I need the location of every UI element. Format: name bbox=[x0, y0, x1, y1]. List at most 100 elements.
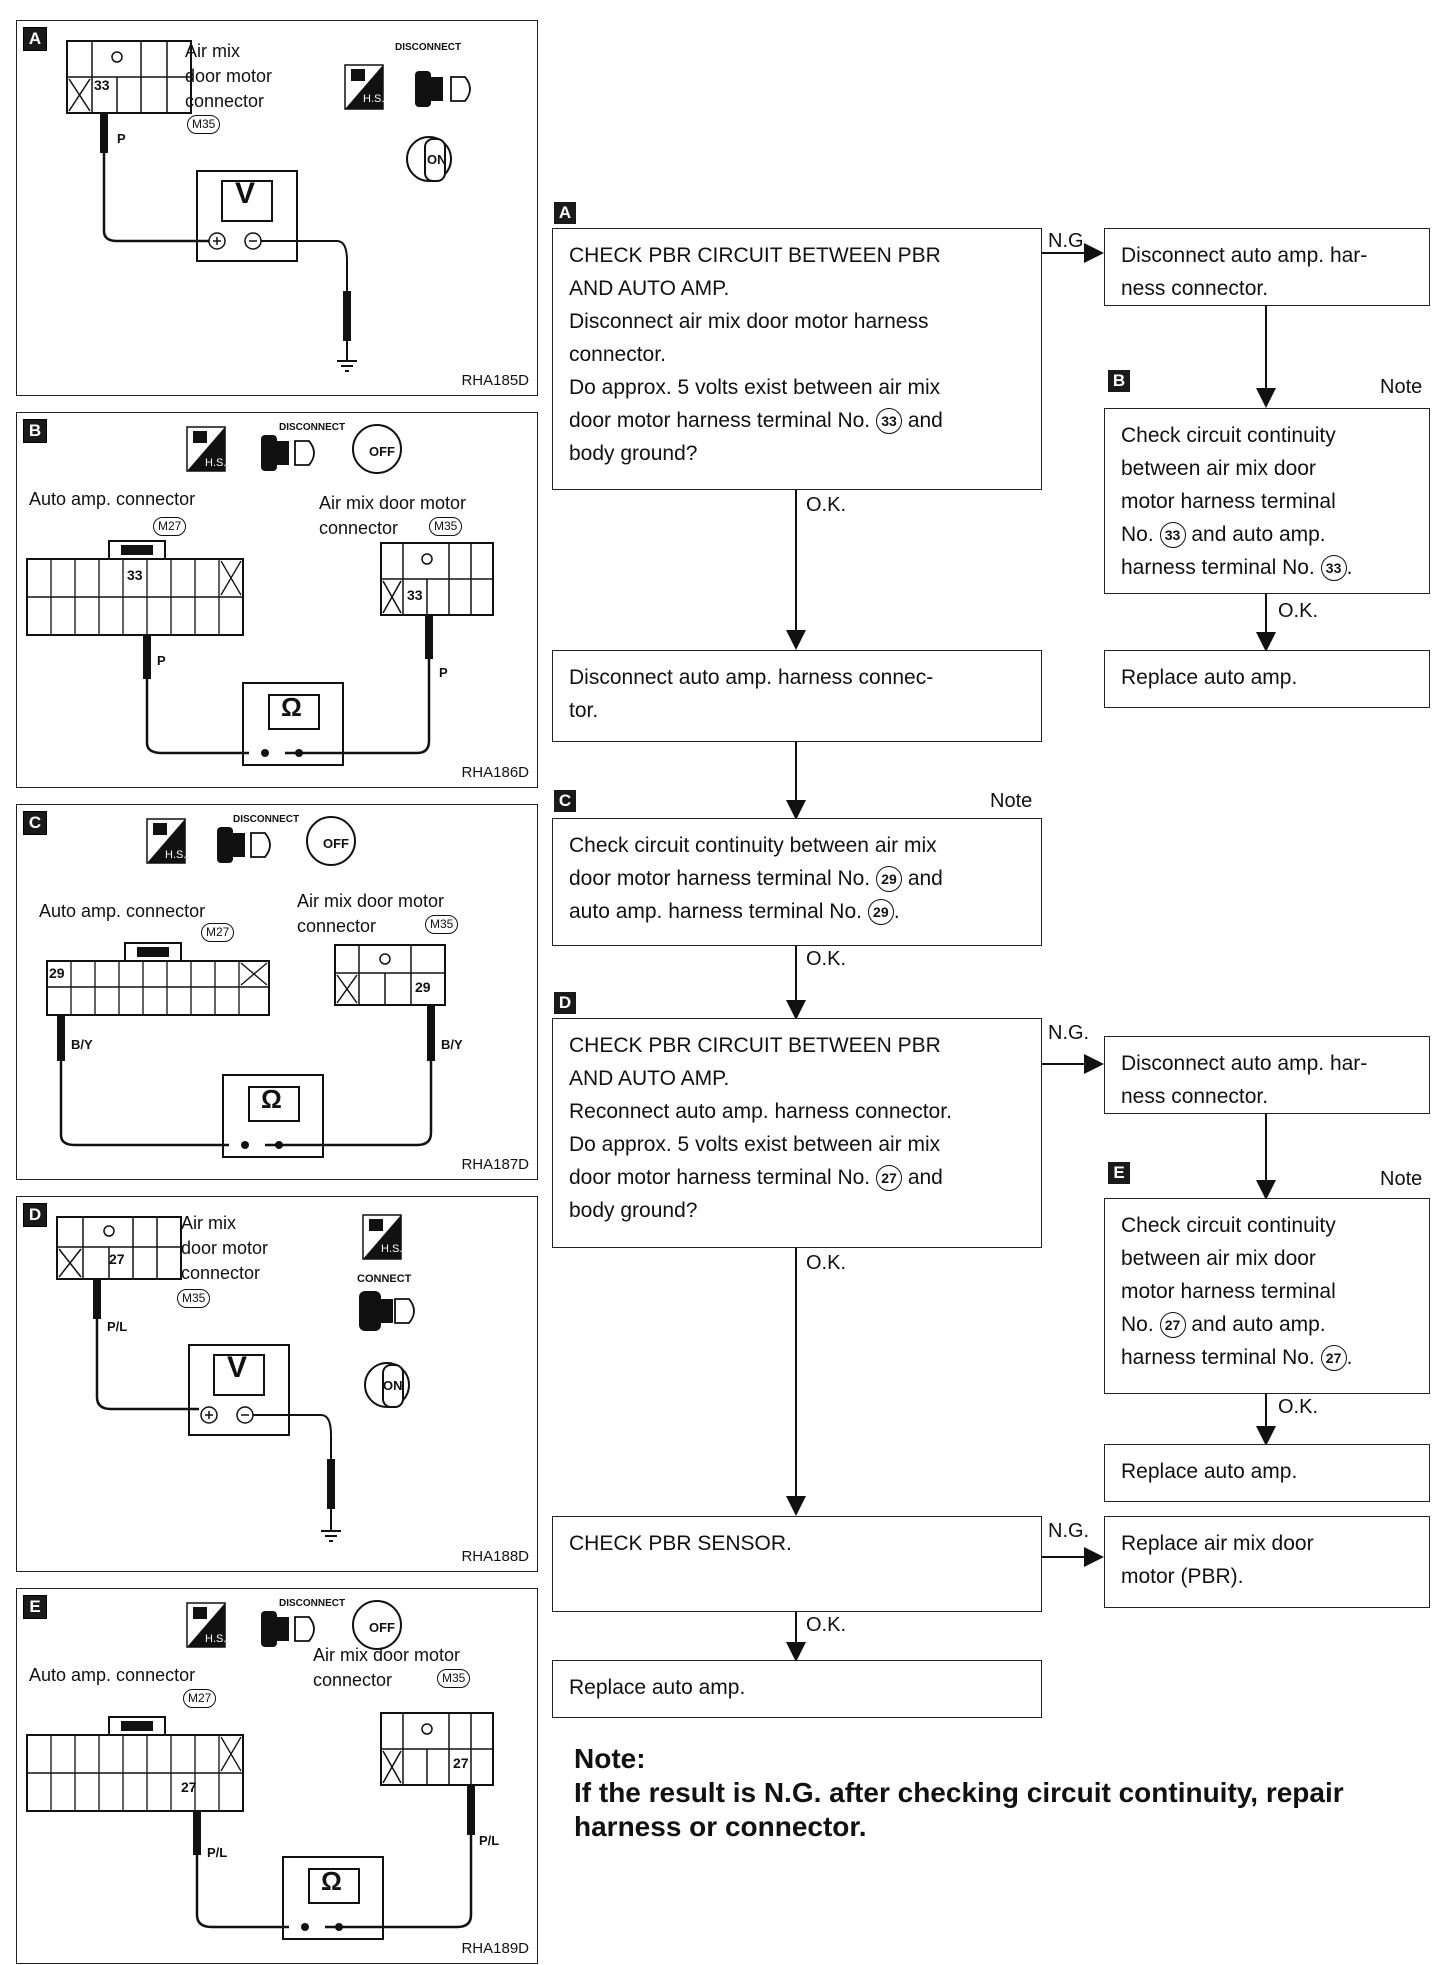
terminal-number-air: 33 bbox=[407, 587, 423, 603]
disconnect-auto-amp-box: Disconnect auto amp. harness connec- tor… bbox=[552, 650, 1042, 742]
ohmmeter-symbol: Ω bbox=[281, 692, 302, 722]
ignition-off-label: OFF bbox=[369, 444, 395, 459]
terminal-27: 27 bbox=[875, 1165, 902, 1191]
step-a-box: CHECK PBR CIRCUIT BETWEEN PBR AND AUTO A… bbox=[552, 228, 1042, 490]
ohmmeter-symbol: Ω bbox=[321, 1866, 342, 1896]
step-d-box: CHECK PBR CIRCUIT BETWEEN PBR AND AUTO A… bbox=[552, 1018, 1042, 1248]
step-d-line6: body ground? bbox=[569, 1199, 698, 1222]
step-a-line7: body ground? bbox=[569, 442, 698, 465]
step-a-badge: A bbox=[554, 202, 576, 224]
step-c-line3: auto amp. harness terminal No. 29. bbox=[569, 899, 900, 925]
ok-label-a: O.K. bbox=[806, 494, 847, 516]
note-body: If the result is N.G. after checking cir… bbox=[574, 1777, 1344, 1842]
step-e-line4: No. 27 and auto amp. bbox=[1121, 1312, 1326, 1338]
step-e-line2: between air mix door bbox=[1121, 1247, 1316, 1270]
step-b-line3: motor harness terminal bbox=[1121, 490, 1336, 513]
note-block: Note: If the result is N.G. after checki… bbox=[574, 1742, 1454, 1844]
wire-color-label-air: B/Y bbox=[441, 1037, 463, 1052]
connector-id-m35: M35 bbox=[437, 1669, 471, 1688]
auto-amp-connector-label: Auto amp. connector bbox=[29, 489, 196, 509]
hs-label: H.S. bbox=[205, 1633, 227, 1645]
panel-c-continuity-check: C DISCONNECT H.S. OFF Auto amp. connecto… bbox=[16, 804, 538, 1180]
step-b-badge: B bbox=[1108, 370, 1130, 392]
panel-e-drawing bbox=[26, 1600, 494, 1940]
air-mix-connector-label: Air mix door motor connector bbox=[181, 1213, 269, 1283]
ignition-off-label: OFF bbox=[323, 836, 349, 851]
terminal-number-auto: 27 bbox=[181, 1779, 197, 1795]
step-d-badge: D bbox=[554, 992, 576, 1014]
step-e-badge: E bbox=[1108, 1162, 1130, 1184]
wire-color-label-air: P/L bbox=[479, 1833, 500, 1848]
voltmeter-symbol: V bbox=[235, 177, 256, 210]
panel-b-continuity-check: B DISCONNECT H.S. OFF Auto amp. connecto… bbox=[16, 412, 538, 788]
hs-label: H.S. bbox=[381, 1243, 403, 1255]
disconnect-label: DISCONNECT bbox=[279, 422, 346, 433]
ignition-off-label: OFF bbox=[369, 1620, 395, 1635]
ng-label-sensor: N.G. bbox=[1048, 1520, 1090, 1542]
step-a-line3: Disconnect air mix door motor harness bbox=[569, 310, 929, 333]
step-a-line5: Do approx. 5 volts exist between air mix bbox=[569, 376, 941, 399]
replace-auto-amp-b: Replace auto amp. bbox=[1104, 650, 1430, 708]
ng-d-box: Disconnect auto amp. har- ness connector… bbox=[1104, 1036, 1430, 1114]
terminal-number-auto: 33 bbox=[127, 567, 143, 583]
voltmeter-symbol: V bbox=[227, 1351, 248, 1384]
wire-color-label: P/L bbox=[107, 1319, 128, 1334]
hs-label: H.S. bbox=[205, 457, 227, 469]
ohmmeter-symbol: Ω bbox=[261, 1084, 282, 1114]
terminal-27: 27 bbox=[1159, 1312, 1186, 1338]
step-a-line4: connector. bbox=[569, 343, 666, 366]
air-mix-connector-label: Air mix door motor connector bbox=[319, 493, 467, 538]
wire-color-label-auto: B/Y bbox=[71, 1037, 93, 1052]
step-a-line1: CHECK PBR CIRCUIT BETWEEN PBR bbox=[569, 244, 941, 267]
connector-id-m27: M27 bbox=[201, 923, 235, 942]
ng-label-d: N.G. bbox=[1048, 1022, 1090, 1044]
terminal-number-air: 27 bbox=[453, 1755, 469, 1771]
disconnect-label: DISCONNECT bbox=[279, 1598, 346, 1609]
wire-color-label: P bbox=[117, 131, 126, 146]
step-d-line5: door motor harness terminal No. 27 and bbox=[569, 1165, 943, 1191]
panel-a-drawing bbox=[66, 40, 471, 372]
terminal-33: 33 bbox=[875, 408, 902, 434]
step-c-note: Note bbox=[990, 790, 1033, 812]
terminal-33: 33 bbox=[1159, 522, 1186, 548]
step-d-line3: Reconnect auto amp. harness connector. bbox=[569, 1100, 952, 1123]
terminal-27: 27 bbox=[1320, 1345, 1347, 1371]
connector-id-m27: M27 bbox=[183, 1689, 217, 1708]
connector-id-m27: M27 bbox=[153, 517, 187, 536]
ng-d-line1: Disconnect auto amp. har- bbox=[1121, 1052, 1368, 1075]
panel-a-badge: A bbox=[23, 27, 47, 51]
panel-a-voltage-check: A Air mix door motor connector M35 DISCO… bbox=[16, 20, 538, 396]
step-b-line1: Check circuit continuity bbox=[1121, 424, 1336, 447]
disc-line2: tor. bbox=[569, 699, 599, 722]
figure-code: RHA189D bbox=[461, 1940, 529, 1957]
ignition-on-label: ON bbox=[383, 1378, 403, 1393]
connect-label: CONNECT bbox=[357, 1273, 412, 1285]
terminal-33: 33 bbox=[1320, 555, 1347, 581]
terminal-number: 27 bbox=[109, 1251, 125, 1267]
ng-label-a: N.G. bbox=[1048, 230, 1090, 252]
panel-b-badge: B bbox=[23, 419, 47, 443]
ng-a-line2: ness connector. bbox=[1121, 277, 1269, 300]
step-b-note: Note bbox=[1380, 376, 1423, 398]
step-c-box: Check circuit continuity between air mix… bbox=[552, 818, 1042, 946]
panel-b-drawing bbox=[26, 424, 494, 766]
panel-e-continuity-check: E DISCONNECT H.S. OFF Auto amp. connecto… bbox=[16, 1588, 538, 1964]
step-e-box: Check circuit continuity between air mix… bbox=[1104, 1198, 1430, 1394]
panel-d-drawing bbox=[56, 1214, 415, 1542]
ng-a-line1: Disconnect auto amp. har- bbox=[1121, 244, 1368, 267]
hs-label: H.S. bbox=[165, 849, 187, 861]
step-b-line4: No. 33 and auto amp. bbox=[1121, 522, 1326, 548]
air-mix-connector-label: Air mix door motor connector bbox=[313, 1645, 461, 1690]
connector-id-m35: M35 bbox=[177, 1289, 211, 1308]
wire-color-label-air: P bbox=[439, 665, 448, 680]
panel-c-drawing bbox=[46, 816, 446, 1158]
step-a-line2: AND AUTO AMP. bbox=[569, 277, 730, 300]
ng-d-line2: ness connector. bbox=[1121, 1085, 1269, 1108]
check-pbr-sensor-box: CHECK PBR SENSOR. bbox=[552, 1516, 1042, 1612]
ignition-on-label: ON bbox=[427, 152, 447, 167]
panel-e-badge: E bbox=[23, 1595, 47, 1619]
terminal-number: 33 bbox=[94, 77, 110, 93]
auto-amp-connector-label: Auto amp. connector bbox=[29, 1665, 196, 1685]
replace-auto-amp-final: Replace auto amp. bbox=[552, 1660, 1042, 1718]
ok-label-c: O.K. bbox=[806, 948, 847, 970]
